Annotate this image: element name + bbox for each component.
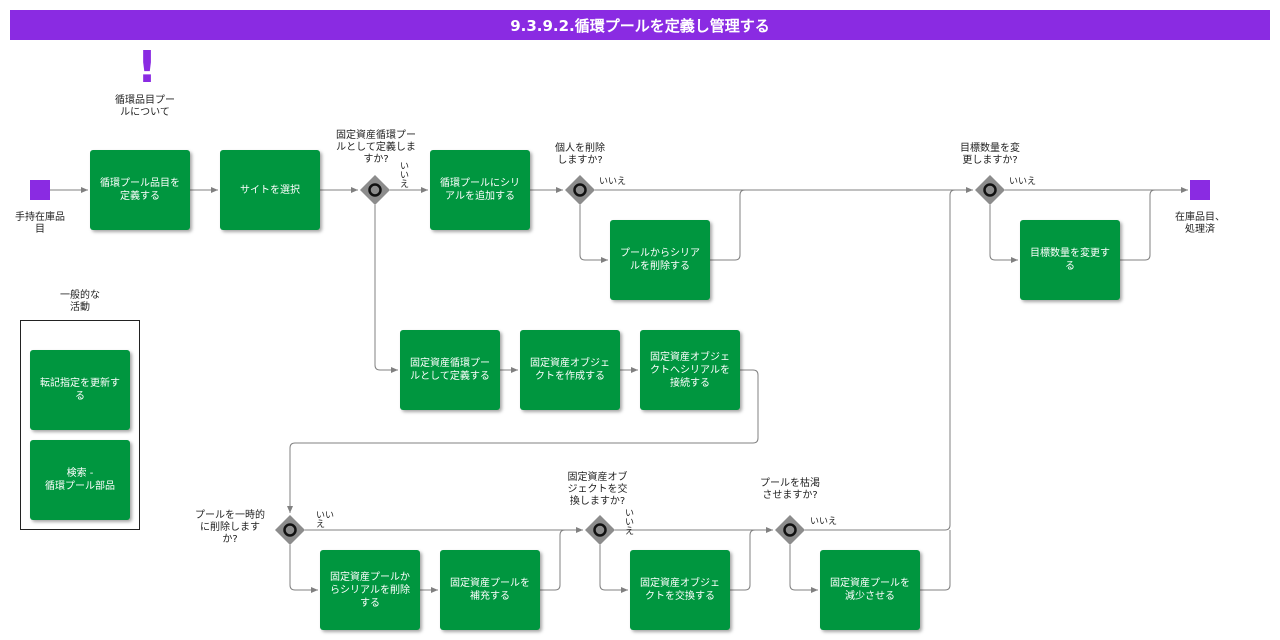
task-change-target[interactable]: 目標数量を変更す る — [1020, 220, 1120, 300]
task-swap-fa-object[interactable]: 固定資産オブジェ クトを交換する — [630, 550, 730, 630]
gateway-g6[interactable] — [775, 515, 805, 545]
task-update-posting[interactable]: 転記指定を更新す る — [30, 350, 130, 430]
task-replenish-fixed[interactable]: 固定資産プールを 補充する — [440, 550, 540, 630]
flow-remove-back — [710, 189, 746, 261]
gateway-g3-question: 目標数量を変 更しますか? — [960, 143, 1020, 166]
group-box — [20, 320, 140, 530]
flow-g2-to-remove — [579, 205, 608, 263]
gateway-g1-question: 固定資産循環プー ルとして定義しま すか? — [336, 130, 416, 165]
task-search-pool-parts[interactable]: 検索 - 循環プール部品 — [30, 440, 130, 520]
task-select-site[interactable]: サイトを選択 — [220, 150, 320, 230]
g6-no-label: いいえ — [810, 517, 838, 527]
info-icon: ! — [137, 42, 158, 93]
task-create-fa-object[interactable]: 固定資産オブジェ クトを作成する — [520, 330, 620, 410]
flow-replenish-back — [540, 529, 566, 591]
gateway-g2-question: 個人を削除 しますか? — [555, 143, 605, 166]
gateway-g6-question: プールを枯渇 させますか? — [760, 478, 820, 501]
g2-no-label: いいえ — [599, 177, 627, 187]
task-define-items[interactable]: 循環プール品目を 定義する — [90, 150, 190, 230]
flow-g1-to-fixed — [374, 205, 398, 373]
flow-g6-to-reduce — [789, 545, 818, 593]
gateway-g5-question: 固定資産オブ ジェクトを交 換しますか? — [567, 472, 628, 507]
gateway-g4[interactable] — [275, 515, 305, 545]
end-event[interactable] — [1190, 180, 1210, 200]
gateway-g4-question: プールを一時的 に削除します か? — [195, 510, 265, 545]
group-title: 一般的な 活動 — [60, 290, 100, 313]
flow-reduce-back — [920, 530, 951, 591]
task-reduce-fixed[interactable]: 固定資産プールを 減少させる — [820, 550, 920, 630]
start-event-label: 手持在庫品 目 — [15, 212, 65, 235]
end-event-label: 在庫品目、 処理済 — [1175, 212, 1225, 235]
gateway-g3[interactable] — [975, 175, 1005, 205]
task-add-serials[interactable]: 循環プールにシリ アルを追加する — [430, 150, 530, 230]
flow-g3-to-change — [989, 205, 1018, 263]
gateway-g1[interactable] — [360, 175, 390, 205]
flow-g5-to-swap — [599, 545, 628, 593]
gateway-g2[interactable] — [565, 175, 595, 205]
flow-connect-to-g4 — [287, 369, 759, 513]
gateway-g5[interactable] — [585, 515, 615, 545]
g4-no-label: いい え — [316, 511, 335, 530]
flow-g4-to-remove-fixed — [289, 545, 318, 593]
flow-swap-back — [730, 529, 756, 591]
g3-no-label: いいえ — [1009, 177, 1037, 187]
note-label: 循環品目プー ルについて — [115, 95, 175, 118]
task-remove-serials[interactable]: プールからシリア ルを削除する — [610, 220, 710, 300]
flow-g6-no — [805, 189, 956, 531]
task-define-fixed-pool[interactable]: 固定資産循環プー ルとして定義する — [400, 330, 500, 410]
task-connect-fa-serial[interactable]: 固定資産オブジェ クトへシリアルを 接続する — [640, 330, 740, 410]
page-title: 9.3.9.2.循環プールを定義し管理する — [10, 10, 1270, 40]
flow-change-back — [1120, 189, 1156, 261]
g5-no-label: い い え — [625, 509, 635, 537]
g1-no-label: い い え — [400, 162, 410, 190]
start-event[interactable] — [30, 180, 50, 200]
task-remove-fixed-serials[interactable]: 固定資産プールか らシリアルを削除 する — [320, 550, 420, 630]
